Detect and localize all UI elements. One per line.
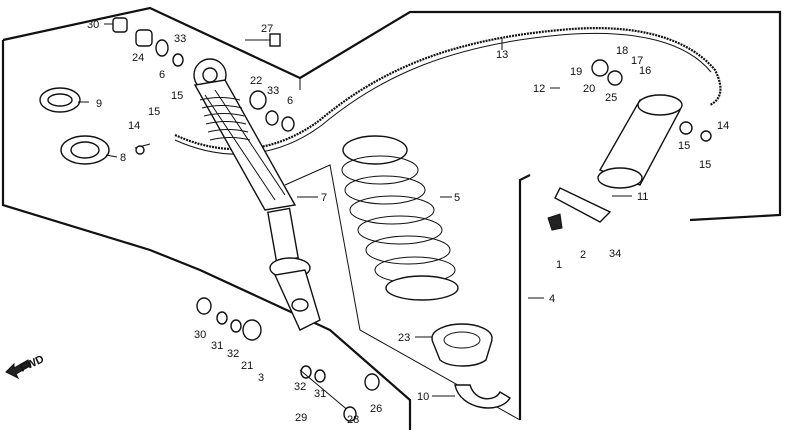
label-11: 11	[637, 191, 648, 203]
lock-nuts	[39, 87, 110, 165]
boundary-outline	[1, 6, 782, 430]
label-15: 15	[148, 106, 160, 118]
label-7: 7	[321, 192, 327, 204]
label-14: 14	[128, 120, 140, 132]
label-26: 26	[370, 403, 382, 415]
label-22: 22	[250, 75, 262, 87]
label-29: 29	[295, 412, 307, 424]
fwd-arrow: FWD	[5, 353, 46, 380]
label-33: 33	[174, 33, 186, 45]
label-2: 2	[580, 249, 586, 261]
label-33: 33	[267, 85, 279, 97]
label-15: 15	[699, 159, 711, 171]
label-25: 25	[605, 92, 617, 104]
label-15: 15	[678, 140, 690, 152]
label-30: 30	[87, 19, 99, 31]
label-19: 19	[570, 66, 582, 78]
label-5: 5	[454, 192, 460, 204]
label-13: 13	[496, 49, 508, 61]
label-18: 18	[616, 45, 628, 57]
label-23: 23	[398, 332, 410, 344]
label-9: 9	[96, 98, 102, 110]
label-20: 20	[583, 83, 595, 95]
label-32: 32	[227, 348, 239, 360]
label-28: 28	[347, 414, 359, 426]
label-15: 15	[171, 90, 183, 102]
spring-seat	[431, 323, 493, 367]
label-21: 21	[241, 360, 253, 372]
coil-spring	[341, 135, 459, 301]
label-6: 6	[287, 95, 293, 107]
label-24: 24	[132, 52, 144, 64]
label-34: 34	[609, 248, 621, 260]
label-4: 4	[549, 293, 555, 305]
leader-lines	[78, 23, 632, 397]
label-6: 6	[159, 69, 165, 81]
fwd-label: FWD	[18, 353, 46, 374]
label-12: 12	[533, 83, 545, 95]
label-30: 30	[194, 329, 206, 341]
label-1: 1	[556, 259, 562, 271]
label-14: 14	[717, 120, 729, 132]
label-31: 31	[211, 340, 223, 352]
reservoir-tank	[547, 94, 683, 231]
label-27: 27	[261, 23, 273, 35]
label-17: 17	[631, 55, 643, 67]
shock-absorber	[193, 58, 321, 331]
label-31: 31	[314, 388, 326, 400]
label-8: 8	[120, 152, 126, 164]
callout-labels: 30 24 33 6 27 22 33 6 9 15 15 14 8 7 13 …	[87, 19, 729, 426]
label-32: 32	[294, 381, 306, 393]
label-3: 3	[258, 372, 264, 384]
label-10: 10	[417, 391, 429, 403]
spring-retainer	[454, 384, 511, 409]
label-16: 16	[639, 65, 651, 77]
small-parts	[112, 17, 712, 422]
